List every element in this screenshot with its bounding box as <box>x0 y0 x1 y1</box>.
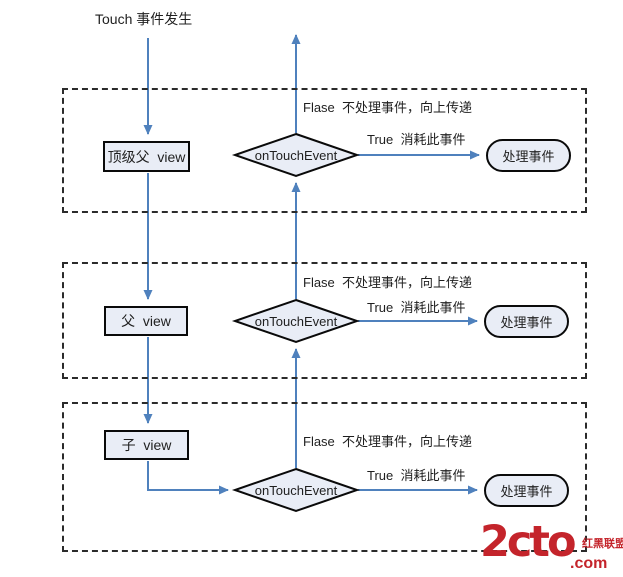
node-label: 父 view <box>121 313 171 329</box>
decision-label-1: onTouchEvent <box>254 147 338 163</box>
node-label: 处理事件 <box>502 149 555 164</box>
watermark-logo[interactable]: 2cto .com 红黑联盟 <box>478 521 623 577</box>
true-branch-label-3: True 消耗此事件 <box>367 468 466 483</box>
layer-box-child <box>62 402 587 552</box>
false-branch-label-3: Flase 不处理事件，向上传递 <box>303 434 473 449</box>
decision-label-3: onTouchEvent <box>254 482 338 498</box>
logo-slogan-text: 红黑联盟 <box>582 538 623 550</box>
false-branch-label-2: Flase 不处理事件，向上传递 <box>303 275 473 290</box>
true-branch-label-2: True 消耗此事件 <box>367 300 466 315</box>
node-handle-event-2[interactable]: 处理事件 <box>484 305 569 338</box>
arrow-child-to-decision <box>147 461 229 495</box>
decision-label-2: onTouchEvent <box>254 313 338 329</box>
node-top-parent-view[interactable]: 顶级父 view <box>103 141 190 172</box>
true-branch-label-1: True 消耗此事件 <box>367 132 466 147</box>
node-label: 子 view <box>121 437 172 453</box>
node-label: 顶级父 view <box>107 148 186 165</box>
false-branch-label-1: Flase 不处理事件，向上传递 <box>303 100 473 115</box>
node-handle-event-1[interactable]: 处理事件 <box>486 139 571 172</box>
start-label: Touch 事件发生 <box>95 11 193 27</box>
decision-diamond-1[interactable] <box>231 132 361 178</box>
node-handle-event-3[interactable]: 处理事件 <box>484 474 569 507</box>
node-parent-view[interactable]: 父 view <box>104 306 188 336</box>
logo-brand-text: 2cto <box>480 517 577 567</box>
decision-diamond-3[interactable] <box>231 467 361 513</box>
logo-tld-text: .com <box>570 555 608 572</box>
node-child-view[interactable]: 子 view <box>104 430 189 460</box>
decision-diamond-2[interactable] <box>231 298 361 344</box>
node-label: 处理事件 <box>500 484 553 499</box>
layer-box-parent <box>62 262 587 379</box>
node-label: 处理事件 <box>500 315 553 330</box>
layer-box-top-parent <box>62 88 587 213</box>
